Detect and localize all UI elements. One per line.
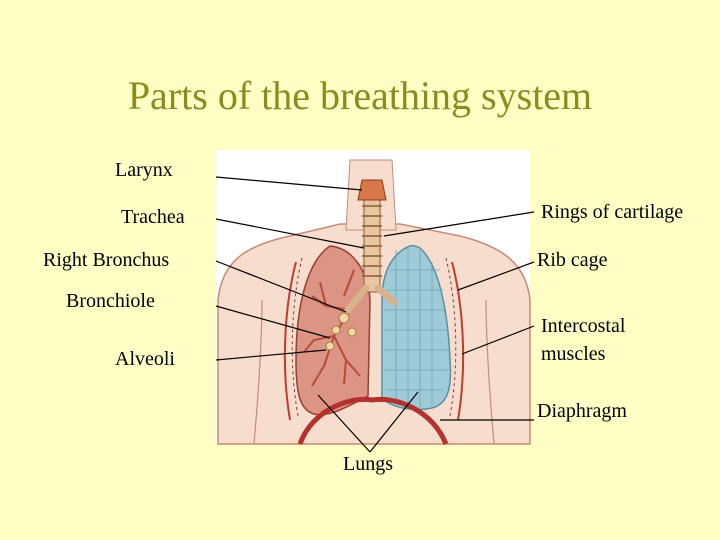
main-bronchi bbox=[344, 284, 398, 314]
larynx bbox=[357, 179, 387, 201]
label-diaphragm: Diaphragm bbox=[537, 400, 627, 422]
diaphragm bbox=[297, 396, 449, 446]
rib-cage-left-inner bbox=[445, 257, 457, 417]
label-alveoli: Alveoli bbox=[115, 348, 175, 370]
label-bronchiole: Bronchiole bbox=[66, 290, 155, 312]
label-right-bronchus: Right Bronchus bbox=[43, 249, 170, 271]
pointer-lines bbox=[215, 176, 535, 453]
label-trachea: Trachea bbox=[121, 206, 185, 228]
bronchiole-branches bbox=[325, 312, 357, 351]
slide-title: Parts of the breathing system bbox=[127, 73, 593, 118]
rib-cage-right bbox=[283, 261, 297, 421]
rib-cage-right-inner bbox=[291, 257, 303, 417]
left-lung-texture bbox=[384, 248, 448, 408]
cartilage-rings bbox=[362, 205, 382, 277]
label-larynx: Larynx bbox=[115, 159, 173, 181]
torso-outline bbox=[217, 223, 531, 445]
right-arm-line bbox=[485, 299, 495, 445]
label-lungs: Lungs bbox=[343, 453, 393, 475]
label-intercostal-line2: muscles bbox=[541, 343, 606, 365]
label-intercostal-line1: Intercostal bbox=[541, 315, 626, 337]
label-rings-of-cartilage: Rings of cartilage bbox=[541, 201, 684, 223]
left-arm-line bbox=[253, 299, 263, 445]
trachea bbox=[363, 195, 381, 293]
rib-cage-left bbox=[451, 261, 465, 421]
label-rib-cage: Rib cage bbox=[537, 249, 608, 271]
